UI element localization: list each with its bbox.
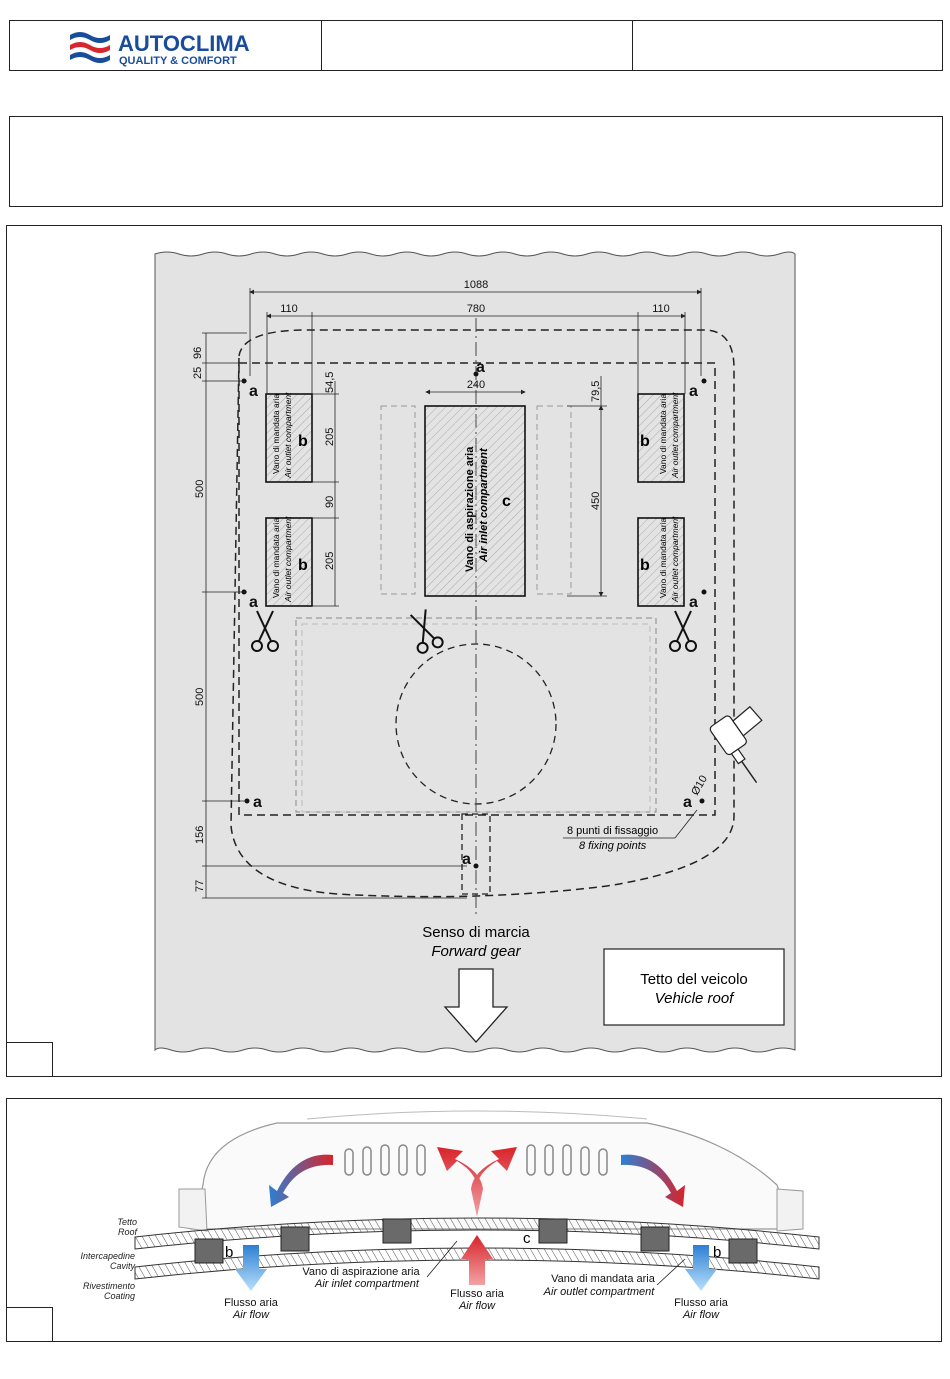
svg-text:b: b — [640, 433, 650, 450]
inlet-label-it: Vano di aspirazione aria — [464, 446, 476, 572]
brand-name: AUTOCLIMA — [118, 31, 250, 56]
svg-text:25: 25 — [192, 367, 204, 379]
brand-tagline: QUALITY & COMFORT — [119, 55, 237, 67]
svg-text:Vano di mandata aria: Vano di mandata aria — [271, 394, 281, 474]
svg-text:Air flow: Air flow — [232, 1309, 270, 1321]
title-box — [9, 116, 943, 207]
scissors-icon — [409, 609, 444, 654]
svg-text:a: a — [689, 594, 698, 611]
svg-text:Coating: Coating — [104, 1291, 135, 1301]
fixing-points-label-it: 8 punti di fissaggio — [567, 825, 658, 837]
svg-text:156: 156 — [194, 826, 206, 844]
svg-text:Cavity: Cavity — [110, 1261, 136, 1271]
outlet-compartment-b-bottom-right: Vano di mandata aria Air outlet compartm… — [637, 516, 685, 607]
roof-label-en: Vehicle roof — [655, 990, 735, 1007]
airflow-out-left — [235, 1245, 267, 1291]
section-label-b-left: b — [225, 1244, 233, 1261]
svg-text:a: a — [476, 359, 485, 376]
svg-text:Air outlet compartment: Air outlet compartment — [283, 392, 293, 479]
svg-text:77: 77 — [194, 880, 206, 892]
svg-text:b: b — [640, 557, 650, 574]
svg-text:Flusso aria: Flusso aria — [224, 1297, 279, 1309]
figure-installation-plan: Vano di aspirazione aria Air inlet compa… — [6, 225, 942, 1077]
section-drawing: Tetto Roof Intercapedine Cavity Rivestim… — [80, 1110, 820, 1321]
svg-text:110: 110 — [280, 303, 298, 315]
svg-text:Vano di mandata aria: Vano di mandata aria — [551, 1273, 656, 1285]
svg-text:Vano di mandata aria: Vano di mandata aria — [658, 518, 668, 598]
svg-text:500: 500 — [194, 480, 206, 498]
svg-text:205: 205 — [324, 428, 336, 446]
direction-label-en: Forward gear — [431, 943, 521, 960]
svg-text:a: a — [249, 594, 258, 611]
svg-text:Roof: Roof — [118, 1227, 139, 1237]
section-label-c: c — [523, 1230, 531, 1247]
svg-text:a: a — [689, 383, 698, 400]
airflow-in-center — [461, 1235, 493, 1285]
svg-text:500: 500 — [194, 688, 206, 706]
plan-drawing: Vano di aspirazione aria Air inlet compa… — [154, 251, 796, 1053]
svg-text:780: 780 — [467, 303, 485, 315]
svg-text:a: a — [462, 851, 471, 868]
inlet-compartment-c — [424, 405, 526, 597]
svg-text:Air inlet compartment: Air inlet compartment — [314, 1278, 420, 1290]
svg-text:Rivestimento: Rivestimento — [83, 1281, 135, 1291]
svg-text:Air flow: Air flow — [682, 1309, 720, 1321]
scissors-icon — [669, 610, 697, 652]
outlet-compartment-b-top-left: Vano di mandata aria Air outlet compartm… — [265, 392, 313, 483]
svg-text:b: b — [298, 557, 308, 574]
svg-text:Air outlet compartment: Air outlet compartment — [670, 516, 680, 603]
svg-text:Tetto: Tetto — [117, 1217, 137, 1227]
document-header: AUTOCLIMA QUALITY & COMFORT — [9, 20, 943, 71]
header-logo-cell: AUTOCLIMA QUALITY & COMFORT — [10, 21, 322, 70]
svg-text:Flusso aria: Flusso aria — [674, 1297, 729, 1309]
svg-text:Vano di mandata aria: Vano di mandata aria — [271, 518, 281, 598]
outlet-compartment-b-bottom-left: Vano di mandata aria Air outlet compartm… — [265, 516, 313, 607]
vehicle-roof-legend — [603, 948, 785, 1026]
svg-text:450: 450 — [590, 492, 602, 510]
svg-text:96: 96 — [192, 347, 204, 359]
direction-label-it: Senso di marcia — [422, 924, 530, 941]
drill-icon — [709, 705, 763, 784]
svg-text:Air outlet compartment: Air outlet compartment — [543, 1286, 656, 1298]
airflow-out-right — [685, 1245, 717, 1291]
svg-text:Air flow: Air flow — [458, 1300, 496, 1312]
svg-text:a: a — [249, 383, 258, 400]
svg-text:b: b — [298, 433, 308, 450]
svg-text:Air outlet compartment: Air outlet compartment — [283, 516, 293, 603]
outlet-compartment-b-top-right: Vano di mandata aria Air outlet compartm… — [637, 392, 685, 483]
svg-text:1088: 1088 — [464, 279, 488, 291]
inlet-label-en: Air inlet compartment — [478, 447, 490, 563]
header-middle-cell — [321, 21, 633, 70]
figure-airflow-section: Tetto Roof Intercapedine Cavity Rivestim… — [6, 1098, 942, 1342]
svg-text:Intercapedine: Intercapedine — [80, 1251, 135, 1261]
svg-text:110: 110 — [652, 303, 670, 315]
header-right-cell — [632, 21, 944, 70]
figure-number-box — [7, 1042, 53, 1076]
svg-text:90: 90 — [324, 496, 336, 508]
autoclima-logo: AUTOCLIMA QUALITY & COMFORT — [70, 31, 250, 67]
roof-label-it: Tetto del veicolo — [640, 971, 748, 988]
svg-text:240: 240 — [467, 379, 485, 391]
ac-unit-housing — [190, 1122, 794, 1230]
arrow-down-icon — [443, 968, 509, 1043]
label-c: c — [502, 493, 511, 510]
svg-text:Flusso aria: Flusso aria — [450, 1288, 505, 1300]
svg-text:54,5: 54,5 — [324, 372, 336, 393]
svg-text:a: a — [683, 794, 692, 811]
svg-text:Vano di aspirazione aria: Vano di aspirazione aria — [302, 1266, 420, 1278]
svg-text:205: 205 — [324, 552, 336, 570]
figure-number-box — [7, 1307, 53, 1341]
svg-text:a: a — [253, 794, 262, 811]
svg-text:Air outlet compartment: Air outlet compartment — [670, 392, 680, 479]
section-label-b-right: b — [713, 1244, 721, 1261]
fixing-points-label-en: 8 fixing points — [579, 840, 647, 852]
vehicle-roof-panel — [154, 251, 796, 1053]
svg-text:79,5: 79,5 — [590, 381, 602, 402]
scissors-icon — [251, 610, 279, 652]
svg-text:Vano di mandata aria: Vano di mandata aria — [658, 394, 668, 474]
